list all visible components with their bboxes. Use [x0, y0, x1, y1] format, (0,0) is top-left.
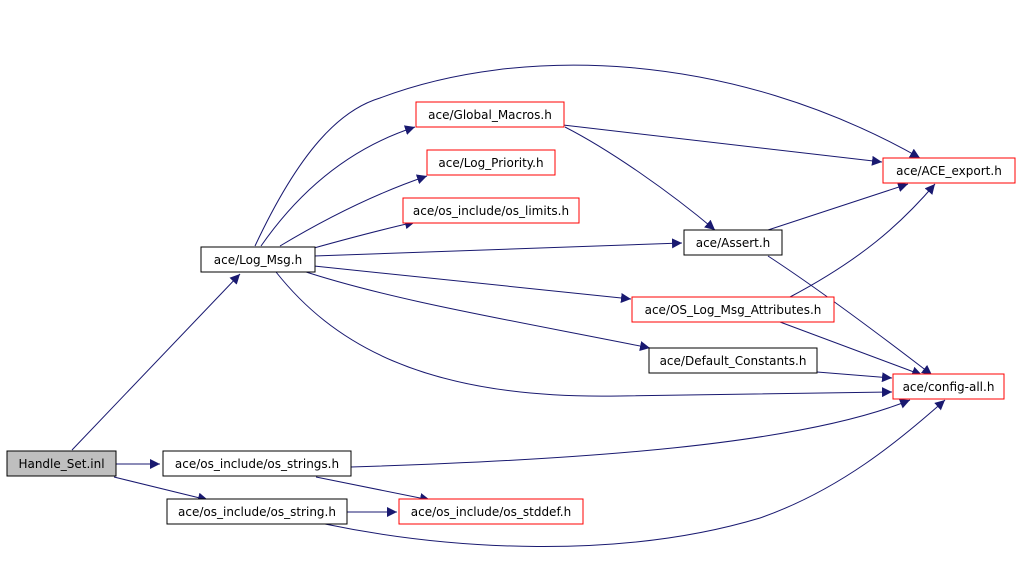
edge-log-msg-to-os-limits — [313, 219, 416, 249]
edge-log-msg-to-default-constants — [299, 269, 651, 351]
nodes-layer: Handle_Set.inl ace/Log_Msg.h ace/Global_… — [6, 101, 1016, 525]
edge-default-constants-to-config-all — [816, 371, 893, 383]
edge-global-macros-to-assert — [564, 126, 716, 231]
node-default-constants-h[interactable]: ace/Default_Constants.h — [648, 347, 818, 374]
node-label: ace/config-all.h — [903, 380, 995, 394]
node-handle-set-inl[interactable]: Handle_Set.inl — [6, 450, 117, 477]
node-label: ace/Log_Priority.h — [438, 156, 543, 170]
edge-log-msg-to-os-log-msg-attributes — [313, 265, 632, 303]
node-label: ace/Default_Constants.h — [660, 354, 807, 368]
node-os-stddef-h[interactable]: ace/os_include/os_stddef.h — [398, 498, 584, 525]
node-label: ace/os_include/os_stddef.h — [411, 505, 571, 519]
edge-assert-to-config-all — [767, 255, 933, 376]
edge-handle-set-to-os-string — [113, 476, 209, 503]
node-label: Handle_Set.inl — [18, 457, 104, 471]
node-os-log-msg-attributes-h[interactable]: ace/OS_Log_Msg_Attributes.h — [631, 296, 835, 323]
node-label: ace/Assert.h — [696, 236, 771, 250]
node-label: ace/Global_Macros.h — [428, 108, 552, 122]
edge-handle-set-to-log-msg — [71, 273, 241, 451]
node-config-all-h[interactable]: ace/config-all.h — [892, 373, 1005, 400]
node-os-strings-h[interactable]: ace/os_include/os_strings.h — [162, 450, 352, 477]
edge-log-msg-to-assert — [313, 238, 683, 257]
node-os-string-h[interactable]: ace/os_include/os_string.h — [166, 498, 348, 525]
edge-assert-to-ace-export — [767, 182, 909, 231]
edges-layer — [71, 64, 946, 547]
node-label: ace/ACE_export.h — [896, 164, 1002, 178]
edge-os-strings-to-config-all — [350, 399, 911, 468]
node-global-macros-h[interactable]: ace/Global_Macros.h — [415, 101, 565, 128]
edge-log-msg-to-global-macros — [260, 125, 416, 247]
edge-global-macros-to-ace-export — [562, 124, 883, 166]
edge-log-msg-to-ace-export — [254, 64, 921, 247]
node-assert-h[interactable]: ace/Assert.h — [683, 229, 783, 256]
edge-log-msg-to-log-priority — [279, 174, 428, 247]
edge-os-strings-to-os-stddef — [315, 476, 431, 503]
node-label: ace/os_include/os_string.h — [178, 505, 336, 519]
node-log-priority-h[interactable]: ace/Log_Priority.h — [426, 149, 556, 176]
node-label: ace/os_include/os_strings.h — [175, 457, 339, 471]
node-label: ace/OS_Log_Msg_Attributes.h — [645, 303, 822, 317]
edge-os-log-msg-attributes-to-ace-export — [789, 183, 936, 298]
edge-os-log-msg-attributes-to-config-all — [779, 321, 923, 377]
node-log-msg-h[interactable]: ace/Log_Msg.h — [200, 246, 316, 273]
edge-log-msg-to-config-all — [275, 271, 893, 398]
node-os-limits-h[interactable]: ace/os_include/os_limits.h — [402, 197, 580, 224]
node-label: ace/Log_Msg.h — [214, 253, 302, 267]
node-ace-export-h[interactable]: ace/ACE_export.h — [882, 157, 1016, 184]
node-label: ace/os_include/os_limits.h — [413, 204, 569, 218]
edge-os-string-to-config-all — [324, 399, 946, 547]
